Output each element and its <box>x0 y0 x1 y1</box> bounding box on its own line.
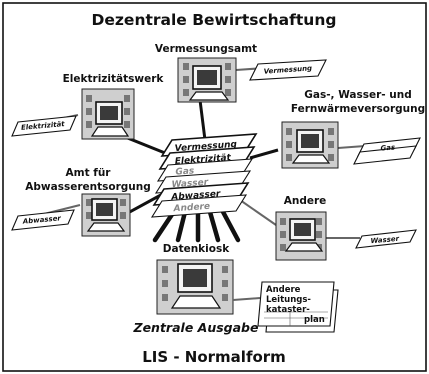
datenkiosk-label: Datenkiosk <box>163 243 230 255</box>
data-sheet-elektrizitaet <box>11 115 77 137</box>
site-elektrizitaetswerk-label: Elektrizitätswerk <box>63 73 165 85</box>
tag-gas: Gas <box>380 143 395 152</box>
computer-icon <box>284 218 324 252</box>
computer-icon <box>291 129 331 164</box>
tag-wasser: Wasser <box>370 235 400 246</box>
data-sheet-wasser <box>355 229 417 249</box>
spoke-5 <box>219 207 241 243</box>
site-abwasser-label-line2: Abwasserentsorgung <box>25 181 150 193</box>
datenkiosk: Datenkiosk <box>156 243 234 315</box>
layer-stack: Vermessung Elektrizität Gas Wasser Abwas… <box>150 133 258 218</box>
layer-label-andere: Andere <box>172 202 210 215</box>
kiosk-spokes <box>152 207 241 243</box>
leitungskatasterplan: Andere Leitungs- kataster- plan <box>232 281 339 333</box>
site-gas-wasser-label-line1: Gas-, Wasser- und <box>304 89 412 101</box>
link-plan <box>232 297 261 301</box>
computer-icon <box>188 65 230 101</box>
computer-icon <box>170 263 222 309</box>
site-vermessungsamt-label: Vermessungsamt <box>155 43 257 55</box>
tag-abwasser: Abwasser <box>21 214 61 225</box>
computer-icon <box>90 101 130 137</box>
tag-vermessung: Vermessung <box>263 64 312 75</box>
site-abwasser-label-line1: Amt für <box>66 167 112 179</box>
plan-line-2: Leitungs- <box>266 295 311 305</box>
link-gas-tag <box>337 145 366 149</box>
spoke-4 <box>207 209 221 243</box>
layer-sheet-andere <box>150 194 248 218</box>
site-elektrizitaetswerk: Elektrizitätswerk Elektrizität <box>11 73 165 140</box>
link-vermessungsamt <box>198 99 207 141</box>
data-sheet-vermessung <box>249 59 327 81</box>
site-vermessungsamt: Vermessungsamt Vermessung <box>155 43 327 103</box>
site-andere-label: Andere <box>284 195 327 207</box>
spoke-2 <box>175 209 188 243</box>
link-gas-wasser <box>249 148 279 160</box>
diagram-title: Dezentrale Bewirtschaftung <box>92 11 337 29</box>
site-abwasserentsorgung: Amt für Abwasserentsorgung Abwasser <box>11 167 151 237</box>
plan-sheet <box>257 281 335 327</box>
plan-line-3: kataster- <box>266 305 310 315</box>
site-andere: Andere Wasser <box>275 195 417 261</box>
link-andere <box>239 199 277 226</box>
computer-icon <box>86 198 126 232</box>
plan-line-1: Andere <box>266 285 301 295</box>
data-sheet-gas-2 <box>353 145 417 165</box>
site-gas-wasser-label-line2: Fernwärmeversorgung <box>291 103 425 115</box>
plan-line-4: plan <box>304 315 325 325</box>
tag-elektrizitaet: Elektrizität <box>21 120 66 132</box>
layer-label-gas: Gas <box>175 166 195 177</box>
output-label: Zentrale Ausgabe <box>133 320 259 335</box>
data-sheet-abwasser <box>11 209 75 231</box>
footer-label: LIS - Normalform <box>142 348 286 366</box>
site-gas-wasser-fernwaerme: Gas-, Wasser- und Fernwärmeversorgung Ga… <box>281 89 425 169</box>
